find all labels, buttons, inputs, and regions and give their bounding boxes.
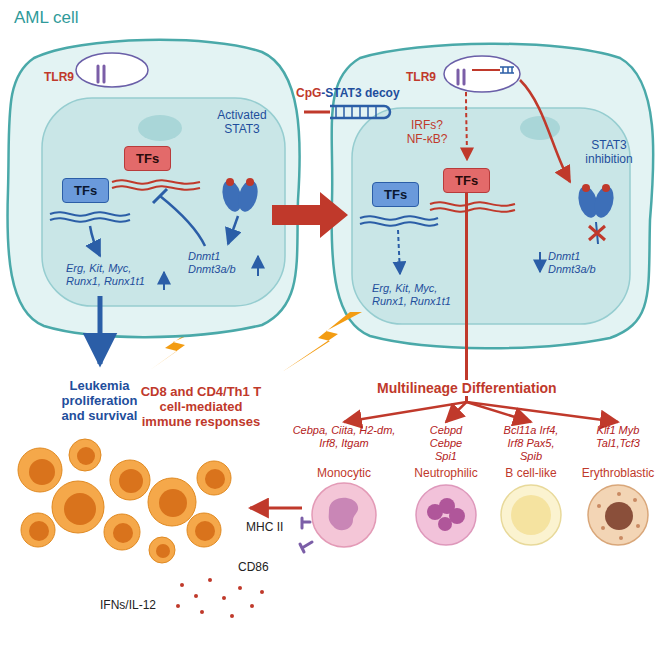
protein-label: STAT3 inhibition xyxy=(576,138,642,166)
monocyte-illustration xyxy=(309,480,379,550)
gene-list: Cebpd Cebpe Spi1 xyxy=(430,424,462,464)
gene-label: Erg, Kit, Myc, Runx1, Runx1t1 xyxy=(66,262,158,288)
node-text: TFs xyxy=(136,151,159,166)
agent-label: -STAT3 decoy xyxy=(321,86,399,100)
lineage-cell: Cebpd Cebpe Spi1Neutrophilic xyxy=(406,424,486,550)
lineage-name: Neutrophilic xyxy=(414,466,477,480)
erythroblast-illustration xyxy=(583,480,653,550)
node-text: TFs xyxy=(74,183,97,198)
lineage-cell: Klf1 Myb Tal1,Tcf3Erythroblastic xyxy=(578,424,658,550)
outcome-label: CD8 and CD4/Th1 T cell-mediated immune r… xyxy=(140,384,262,429)
receptor-label: TLR9 xyxy=(44,70,74,84)
gene-list: Klf1 Myb Tal1,Tcf3 xyxy=(596,424,640,464)
gene-label: Erg, Kit, Myc, Runx1, Runx1t1 xyxy=(372,282,464,308)
gene-label: Dnmt1 Dnmt3a/b xyxy=(548,250,610,276)
tf-box: TFs xyxy=(372,182,419,207)
lineage-name: Monocytic xyxy=(317,466,371,480)
neutrophil-illustration xyxy=(411,480,481,550)
outcome-label: Leukemia proliferation and survival xyxy=(52,378,147,423)
molecule-label: CD86 xyxy=(238,560,269,574)
b-cell-illustration xyxy=(496,480,566,550)
lineage-cell: Bcl11a Irf4, Irf8 Pax5, Spib B cell-like xyxy=(490,424,572,550)
label-group: CpG-STAT3 decoy xyxy=(296,86,400,100)
tf-box: TFs xyxy=(62,178,109,203)
gene-label: Dnmt1 Dnmt3a/b xyxy=(188,250,250,276)
tf-box: TFs xyxy=(443,168,490,193)
molecule-label: MHC II xyxy=(246,520,283,534)
agent-label: CpG xyxy=(296,86,321,100)
lineage-name: B cell-like xyxy=(505,466,556,480)
gene-list: Bcl11a Irf4, Irf8 Pax5, Spib xyxy=(500,424,562,464)
node-text: TFs xyxy=(455,173,478,188)
aml-cell-illustration xyxy=(0,0,306,345)
receptor-label: TLR9 xyxy=(406,70,436,84)
molecule-label: IFNs/IL-12 xyxy=(100,598,156,612)
cell-heading: AML cell xyxy=(14,8,79,28)
lineage-cell: Cebpa, Ciita, H2-dm, Irf8, ItgamMonocyti… xyxy=(286,424,402,550)
gene-list: Cebpa, Ciita, H2-dm, Irf8, Itgam xyxy=(288,424,400,464)
protein-label: Activated STAT3 xyxy=(200,108,284,136)
aml-cell: AML cellTFsTFs xyxy=(0,0,306,345)
tf-box: TFs xyxy=(124,146,171,171)
node-text: TFs xyxy=(384,187,407,202)
lineage-name: Erythroblastic xyxy=(582,466,655,480)
pathway-label: IRFs? NF-κB? xyxy=(400,118,454,146)
process-label: Multilineage Differentiation xyxy=(373,380,561,396)
